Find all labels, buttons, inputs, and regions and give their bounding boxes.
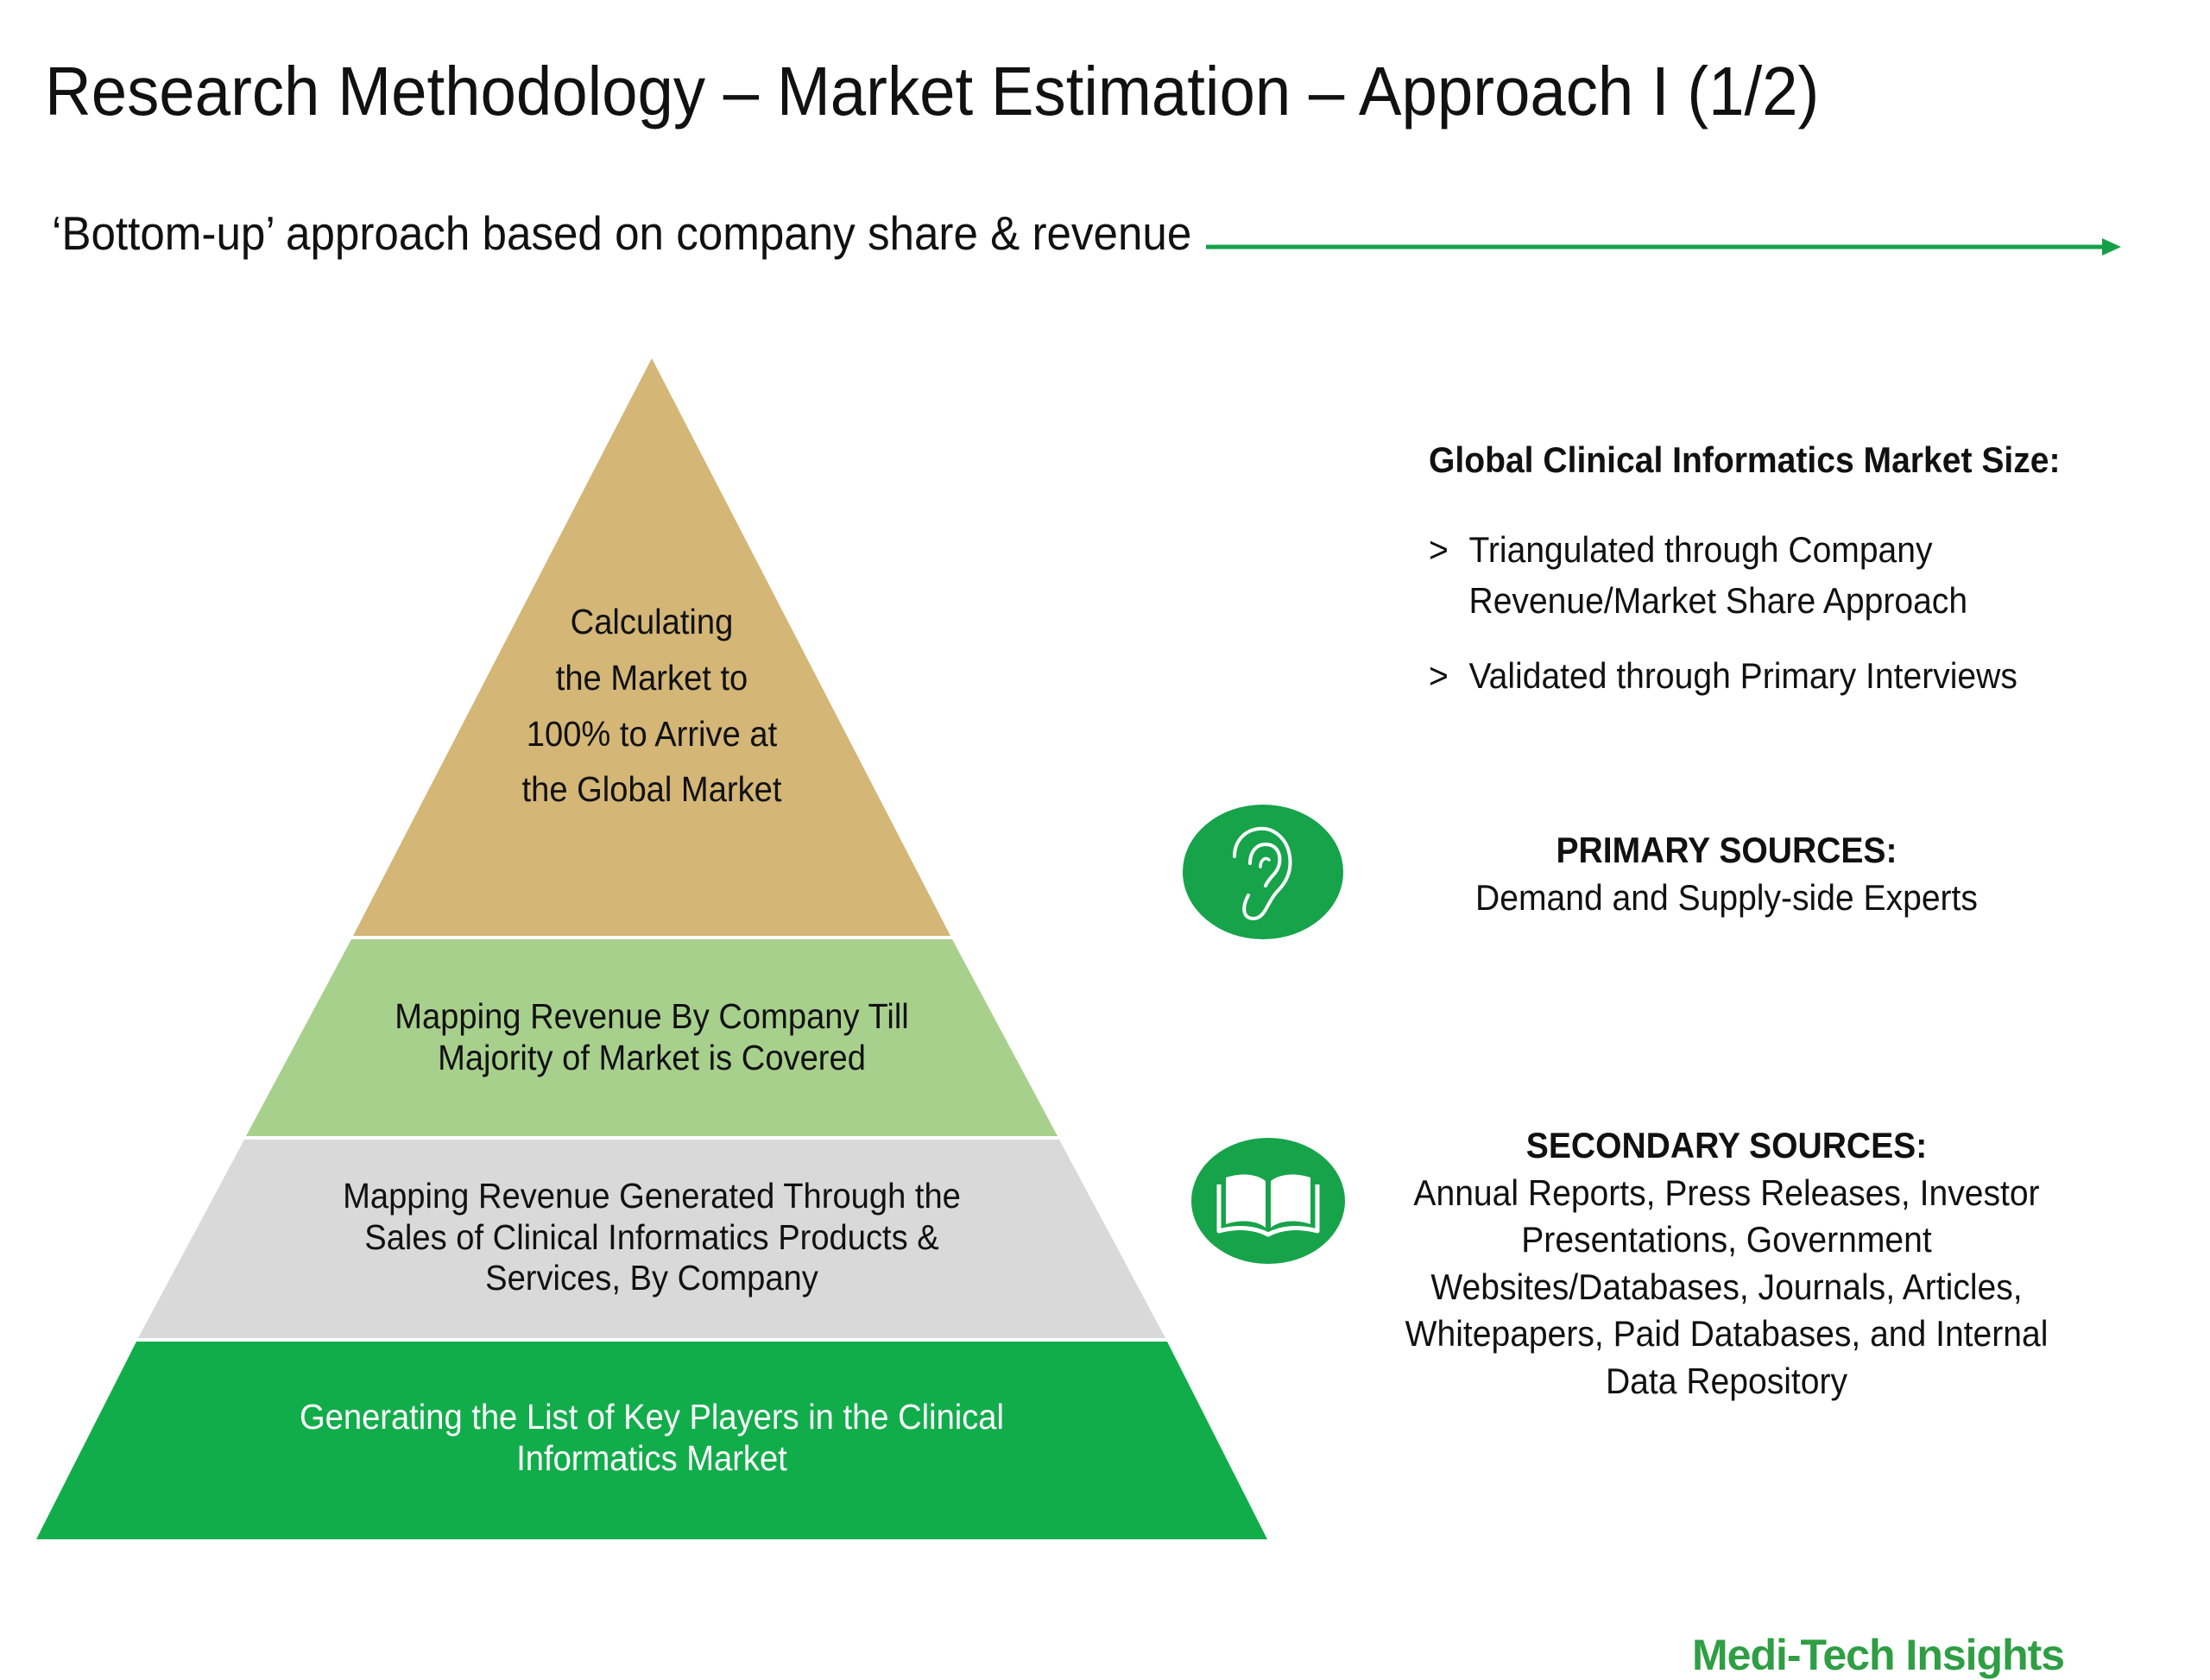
page-title: Research Methodology – Market Estimation… [45,53,1820,129]
market-size-heading: Global Clinical Informatics Market Size: [1429,439,2061,480]
secondary-sources-text: Annual Reports, Press Releases, Investor… [1405,1172,2049,1401]
bullet-text: Triangulated through Company Revenue/Mar… [1468,529,1968,621]
ear-icon [1233,826,1292,921]
market-size-bullet-1: > Triangulated through Company Revenue/M… [1429,525,1967,627]
pyramid-tier-base [36,1342,1267,1539]
bullet-text: Validated through Primary Interviews [1468,655,2017,696]
bullet-chevron: > [1429,529,1449,570]
market-size-heading-wrap: Global Clinical Informatics Market Size: [1429,437,2060,484]
primary-sources-text: Demand and Supply-side Experts [1475,876,1978,918]
primary-sources-block: PRIMARY SOURCES: Demand and Supply-side … [1405,827,2048,921]
market-size-bullet-2: > Validated through Primary Interviews [1429,651,2017,702]
pyramid-tier-second-label: Mapping Revenue By Company Till Majority… [395,996,909,1077]
pyramid-diagram [36,358,1267,1539]
secondary-sources-icon-circle [1191,1138,1345,1264]
pyramid-tier-base-label: Generating the List of Key Players in th… [300,1397,1004,1478]
book-icon [1216,1174,1320,1237]
primary-sources-icon-circle [1183,805,1343,939]
pyramid-tier-third-label: Mapping Revenue Generated Through the Sa… [343,1176,961,1298]
pyramid-tier-second [246,939,1058,1136]
secondary-sources-heading: SECONDARY SOURCES: [1525,1125,1928,1165]
direction-arrow [1206,238,2121,256]
pyramid-tier-third [138,1140,1165,1338]
page-subtitle: ‘Bottom-up’ approach based on company sh… [52,206,1192,260]
pyramid-tier-top [353,358,950,936]
primary-sources-heading: PRIMARY SOURCES: [1556,830,1897,870]
bullet-chevron: > [1429,655,1449,696]
pyramid-tier-top-label: Calculating the Market to 100% to Arrive… [521,602,782,810]
brand-logo: Medi-Tech Insights [1692,1631,2065,1679]
secondary-sources-block: SECONDARY SOURCES: Annual Reports, Press… [1373,1122,2080,1405]
